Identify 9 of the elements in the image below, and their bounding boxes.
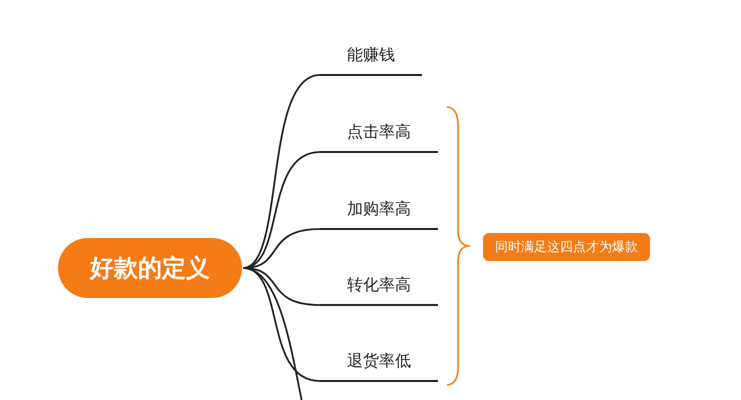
branch-line — [242, 267, 303, 400]
summary-box: 同时满足这四点才为爆款 — [483, 233, 650, 261]
branch-topic: 点击率高 — [320, 116, 438, 153]
branch-topic: 加购率高 — [320, 193, 438, 230]
branch-topic: 退货率低 — [320, 345, 438, 382]
branch-line — [242, 74, 320, 269]
branch-topic: 转化率高 — [320, 269, 438, 306]
branch-topic: 能赚钱 — [320, 40, 422, 76]
root-topic: 好款的定义 — [58, 238, 242, 298]
